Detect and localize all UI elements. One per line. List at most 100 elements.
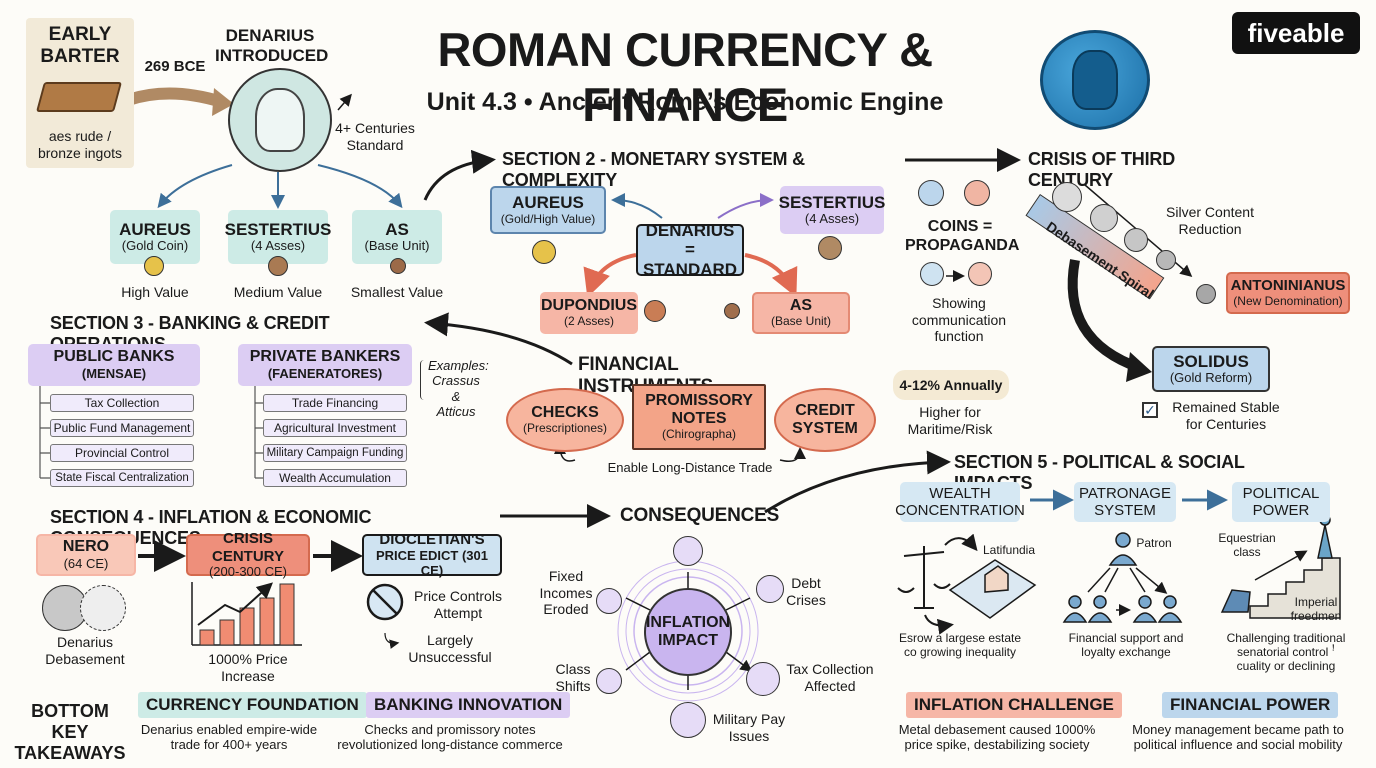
s2-aureus-desc: (Gold/High Value) [500,211,596,226]
solidus-desc: (Gold Reform) [1169,370,1253,386]
bronze-ingot-icon [35,82,123,112]
examples-note: Examples: Crassus & Atticus [428,358,489,419]
dupondius-box: DUPONDIUS (2 Asses) [540,292,638,334]
as-small-coin-icon [724,303,740,319]
as-box: AS (Base Unit) [352,210,442,264]
patronage-label: PATRONAGE SYSTEM [1079,484,1171,519]
s2-sestertius-desc: (4 Asses) [804,211,860,227]
propaganda-face-1-icon [920,262,944,286]
inflation-rings [617,560,758,702]
patron-label: Patron [1136,536,1172,550]
interest-rate-badge: 4-12% Annually [893,370,1009,400]
page-subtitle: Unit 4.3 • Ancient Rome’s Economic Engin… [426,88,944,116]
temple-icon [746,662,780,696]
s2-sestertius-box: SESTERTIUS (4 Asses) [779,186,885,234]
crisis-century-label: CRISIS CENTURY [212,530,284,565]
takeaway-currency-text: Denarius enabled empire-wide trade for 4… [140,722,318,753]
silver-coin-3-icon [1124,228,1148,252]
freedmen-label: Imperial freedmen [1290,595,1342,624]
public-banks-box: PUBLIC BANKS (MENSAE) [28,344,200,386]
nero-label: NERO [62,538,110,556]
antoninianus-box: ANTONINIANUS (New Denomination) [1226,272,1350,314]
power-caption: Challenging traditional senatorial contr… [1226,631,1346,674]
s2-aureus-box: AUREUS (Gold/High Value) [490,186,606,234]
nero-desc: (64 CE) [63,555,109,571]
price-controls-caption: Price Controls Attempt [414,588,502,621]
scales-icon [897,533,978,635]
consequences-heading: CONSEQUENCES [620,505,780,526]
estate-icon [948,559,1037,619]
propaganda-coin-2-icon [964,180,990,206]
edict-label: DIOCLETIAN'S [379,531,485,549]
inflation-impact-label: INFLATION IMPACT [645,613,731,649]
s2-as-box: AS (Base Unit) [752,292,850,334]
s2-aureus-label: AUREUS [512,193,584,213]
aureus-value: High Value [121,284,189,300]
debasement-caption: Denarius Debasement [45,634,125,667]
private-bankers-label: PRIVATE BANKERS [249,348,401,366]
sestertius-desc: (4 Asses) [250,238,306,254]
crisis-heading: CRISIS OF THIRD CENTURY [1028,149,1176,190]
shield-icon [670,702,706,738]
political-box: POLITICAL POWER [1232,482,1330,522]
crisis-century-box: CRISIS CENTURY (200-300 CE) [186,530,310,579]
section2-heading: SECTION 2 - MONETARY SYSTEM & COMPLEXITY [502,149,805,190]
as-label: AS [385,219,409,239]
promissory-label: PROMISSORY NOTES [645,391,753,428]
silver-coin-5-icon [1196,284,1216,304]
promissory-desc: (Chirographa) [661,427,737,442]
barter-year: 269 BCE [144,58,206,75]
private-item: Military Campaign Funding [263,444,407,462]
consequence-fixed-incomes: Fixed Incomes Eroded [539,568,593,618]
consequence-class-shifts: Class Shifts [555,661,591,694]
barter-arrow [126,87,224,108]
bronze-coin-icon [268,256,288,276]
dupondius-coin-icon [644,300,666,322]
crisis-century-desc: (200-300 CE) [208,563,288,579]
edict-box: DIOCLETIAN'S PRICE EDICT (301 CE) [362,531,502,578]
credit-label: CREDIT SYSTEM [792,401,858,437]
solidus-stable-note: Remained Stable for Centuries [1172,399,1280,432]
propaganda-caption: Showing communication function [911,295,1007,345]
silver-coin-4-icon [1156,250,1176,270]
checkmark-icon: ✓ [1142,402,1158,418]
solidus-box: SOLIDUS (Gold Reform) [1152,346,1270,392]
promissory-scroll: PROMISSORY NOTES (Chirographa) [632,384,766,450]
public-banks-desc: (MENSAE) [81,365,147,381]
price-bar-chart [191,582,302,646]
chain-icon [756,575,784,603]
patronage-icons [1062,532,1183,623]
page-title: ROMAN CURRENCY & FINANCE [437,23,933,132]
s2-bronze-coin-icon [818,236,842,260]
long-distance-trade: Enable Long-Distance Trade [607,460,773,475]
barter-title: EARLY BARTER [40,24,120,68]
takeaway-power-title: FINANCIAL POWER [1162,692,1339,718]
interest-rate-note: Higher for Maritime/Risk [907,404,993,437]
antoninianus-label: ANTONINIANUS [1230,277,1346,295]
edict-desc: PRICE EDICT (301 CE) [376,547,488,578]
silver-content-label: Silver Content Reduction [1166,204,1254,237]
takeaway-inflation-title: INFLATION CHALLENGE [906,692,1122,718]
takeaway-banking-text: Checks and promissory notes revolutioniz… [337,722,563,753]
takeaways-label: BOTTOM KEY TAKEAWAYS [14,701,126,764]
private-bankers-desc: (FAENERATORES) [267,365,383,381]
aureus-desc: (Gold Coin) [121,238,189,254]
takeaway-power-text: Money management became path to politica… [1132,722,1344,753]
propaganda-title: COINS = PROPAGANDA [905,218,1020,254]
inflation-impact-circle: INFLATION IMPACT [644,588,732,676]
antoninianus-desc: (New Denomination) [1233,293,1343,308]
no-sign-icon [366,583,404,621]
consequence-debt: Debt Crises [786,575,826,608]
public-banks-label: PUBLIC BANKS [53,348,175,366]
political-label: POLITICAL POWER [1242,484,1320,519]
sestertius-box: SESTERTIUS (4 Asses) [225,210,331,264]
as-value: Smallest Value [350,284,444,300]
aureus-label: AUREUS [119,219,191,239]
stairs-icon [1220,514,1341,619]
gold-coin-icon [144,256,164,276]
private-item: Wealth Accumulation [263,469,407,487]
s2-as-label: AS [789,296,813,314]
fiveable-logo[interactable]: fiveable [1232,12,1360,54]
nero-coin-2-icon [80,585,126,631]
checks-ellipse: CHECKS (Prescriptiones) [506,388,624,452]
